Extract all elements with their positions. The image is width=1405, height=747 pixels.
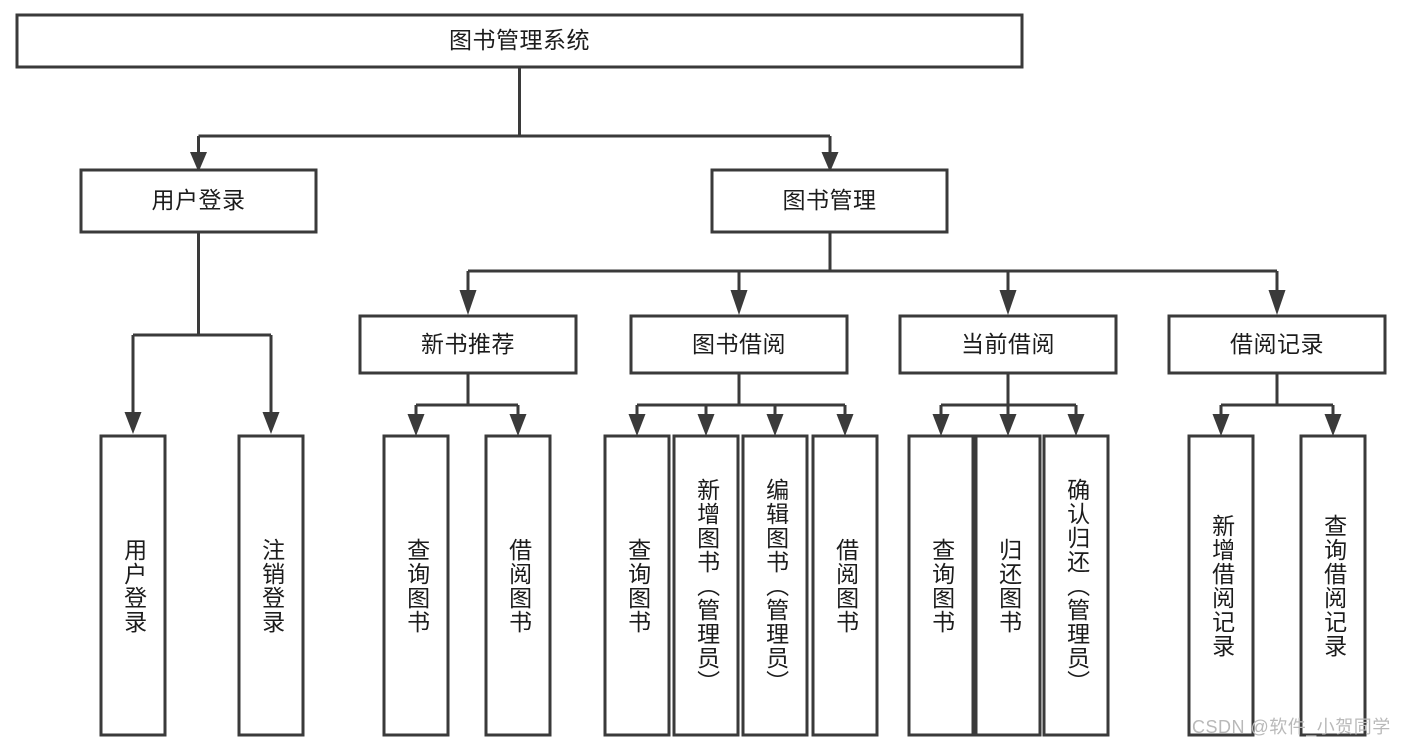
node-box-leaf-user-login[interactable] [99,434,167,737]
node-box-leaf-return-book[interactable] [974,434,1042,737]
arrow-head-book-borrow [730,290,748,315]
arrow-head-leaf-query-book-1 [407,414,425,436]
connector-group-book-borrow-to-leaves [628,373,854,436]
arrow-head-new-book-recommend [459,290,477,315]
arrow-head-leaf-query-book-3 [932,414,950,436]
arrow-head-leaf-return-book [999,414,1017,436]
node-box-leaf-borrow-book-2[interactable] [811,434,879,737]
node-box-leaf-add-record[interactable] [1187,434,1255,737]
node-box-leaf-logout[interactable] [237,434,305,737]
arrow-head-book-manage [821,152,839,172]
arrow-head-leaf-add-book [697,414,715,436]
node-box-current-borrow[interactable] [898,314,1118,375]
node-box-leaf-add-book[interactable] [672,434,740,737]
node-box-leaf-query-book-1[interactable] [382,434,450,737]
arrow-head-leaf-borrow-book-2 [836,414,854,436]
connector-group-root-to-level2 [190,67,839,172]
node-box-leaf-confirm-return[interactable] [1042,434,1110,737]
connector-group-borrow-record-to-leaves [1212,373,1342,436]
node-box-root[interactable] [15,13,1024,69]
connector-group-current-borrow-to-leaves [932,373,1085,436]
node-box-leaf-edit-book[interactable] [741,434,809,737]
connector-group-book-manage-to-level3 [459,232,1286,315]
arrow-head-user-login [190,152,207,172]
node-box-book-borrow[interactable] [629,314,849,375]
arrow-head-leaf-user-login [124,412,142,434]
watermark-text: CSDN @软件_小贺同学 [1192,717,1391,737]
arrow-head-leaf-add-record [1212,414,1230,436]
node-box-leaf-query-book-3[interactable] [907,434,975,737]
node-box-user-login[interactable] [79,168,318,234]
arrow-head-leaf-query-record [1324,414,1342,436]
node-box-borrow-record[interactable] [1167,314,1387,375]
arrow-head-leaf-edit-book [766,414,784,436]
connector-group-new-book-recommend-to-leaves [407,373,527,436]
node-box-leaf-query-record[interactable] [1299,434,1367,737]
node-box-new-book-recommend[interactable] [358,314,578,375]
node-box-leaf-query-book-2[interactable] [603,434,671,737]
node-box-leaf-borrow-book-1[interactable] [484,434,552,737]
arrow-head-leaf-query-book-2 [628,414,646,436]
arrow-head-leaf-confirm-return [1067,414,1085,436]
node-box-book-manage[interactable] [710,168,949,234]
arrow-head-borrow-record [1268,290,1286,315]
arrow-head-leaf-logout [262,412,280,434]
arrow-head-leaf-borrow-book-1 [509,414,527,436]
connector-group-user-login-to-leaves [124,232,280,434]
arrow-head-current-borrow [999,290,1017,315]
